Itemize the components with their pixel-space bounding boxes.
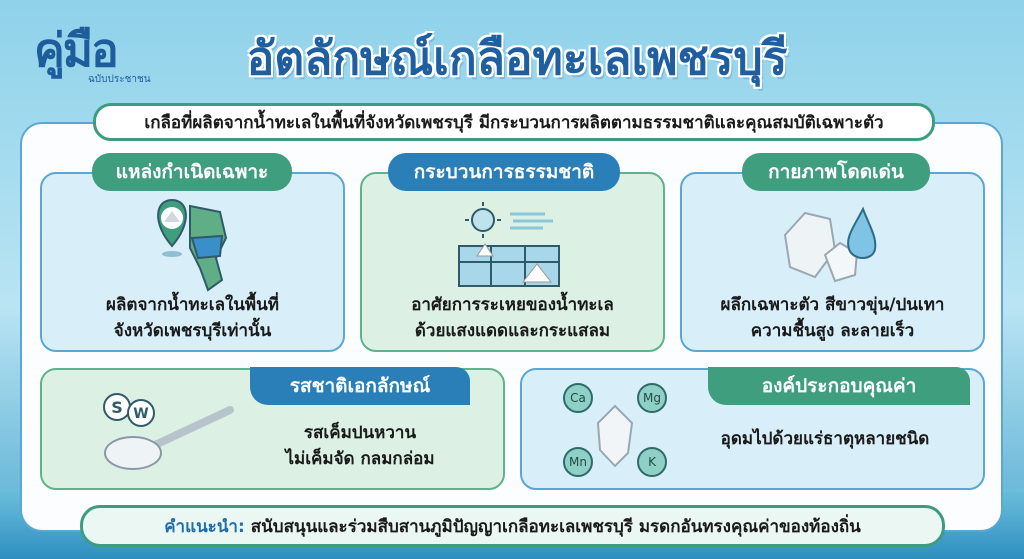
mineral-mg: Mg: [643, 391, 661, 405]
sun-wind-salt-field-icon: [458, 202, 560, 287]
card-origin-title: แหล่งกำเนิดเฉพาะ: [92, 153, 292, 191]
card-origin-text: ผลิตจากน้ำทะเลในพื้นที่จังหวัดเพชรบุรีเท…: [106, 295, 279, 341]
card-process-title: กระบวนการธรรมชาติ: [388, 153, 620, 191]
page-title: อัตลักษณ์เกลือทะเลเพชรบุรี: [246, 31, 788, 85]
spoon-icon: S W: [103, 393, 234, 470]
card-minerals-title: องค์ประกอบคุณค่า: [708, 367, 970, 405]
footer-recommendation: คำแนะนำ: สนับสนุนและร่วมสืบสานภูมิปัญญาเ…: [80, 505, 945, 547]
footer-text: สนับสนุนและร่วมสืบสานภูมิปัญญาเกลือทะเลเ…: [250, 516, 861, 537]
mineral-k: K: [648, 455, 657, 469]
card-physical-text: ผลึกเฉพาะตัว สีขาวขุ่น/ปนเทาความชื้นสูง …: [720, 295, 945, 341]
card-minerals-text: อุดมไปด้วยแร่ธาตุหลายชนิด: [720, 429, 930, 449]
salt-crystal-drop-icon: [783, 206, 877, 283]
taste-badge-s: S: [111, 398, 123, 417]
mineral-mn: Mn: [569, 455, 587, 469]
logo: คู่มือ: [34, 23, 119, 77]
logo-subtitle: ฉบับประชาชน: [88, 74, 151, 85]
subtitle-banner: เกลือที่ผลิตจากน้ำทะเลในพื้นที่จังหวัดเพ…: [93, 103, 935, 141]
mineral-ca: Ca: [570, 391, 586, 405]
minerals-icon: Ca Mg Mn K: [563, 383, 667, 477]
card-process-text: อาศัยการระเหยของน้ำทะเลด้วยแสงแดดและกระแ…: [411, 295, 614, 341]
map-pin-icon: [157, 198, 228, 292]
card-physical-title: กายภาพโดดเด่น: [742, 153, 930, 191]
taste-badge-w: W: [133, 406, 148, 422]
card-taste-text: รสเค็มปนหวานไม่เค็มจัด กลมกล่อม: [285, 423, 435, 469]
card-taste-title: รสชาติเอกลักษณ์: [250, 367, 470, 405]
footer-label: คำแนะนำ:: [164, 516, 245, 537]
